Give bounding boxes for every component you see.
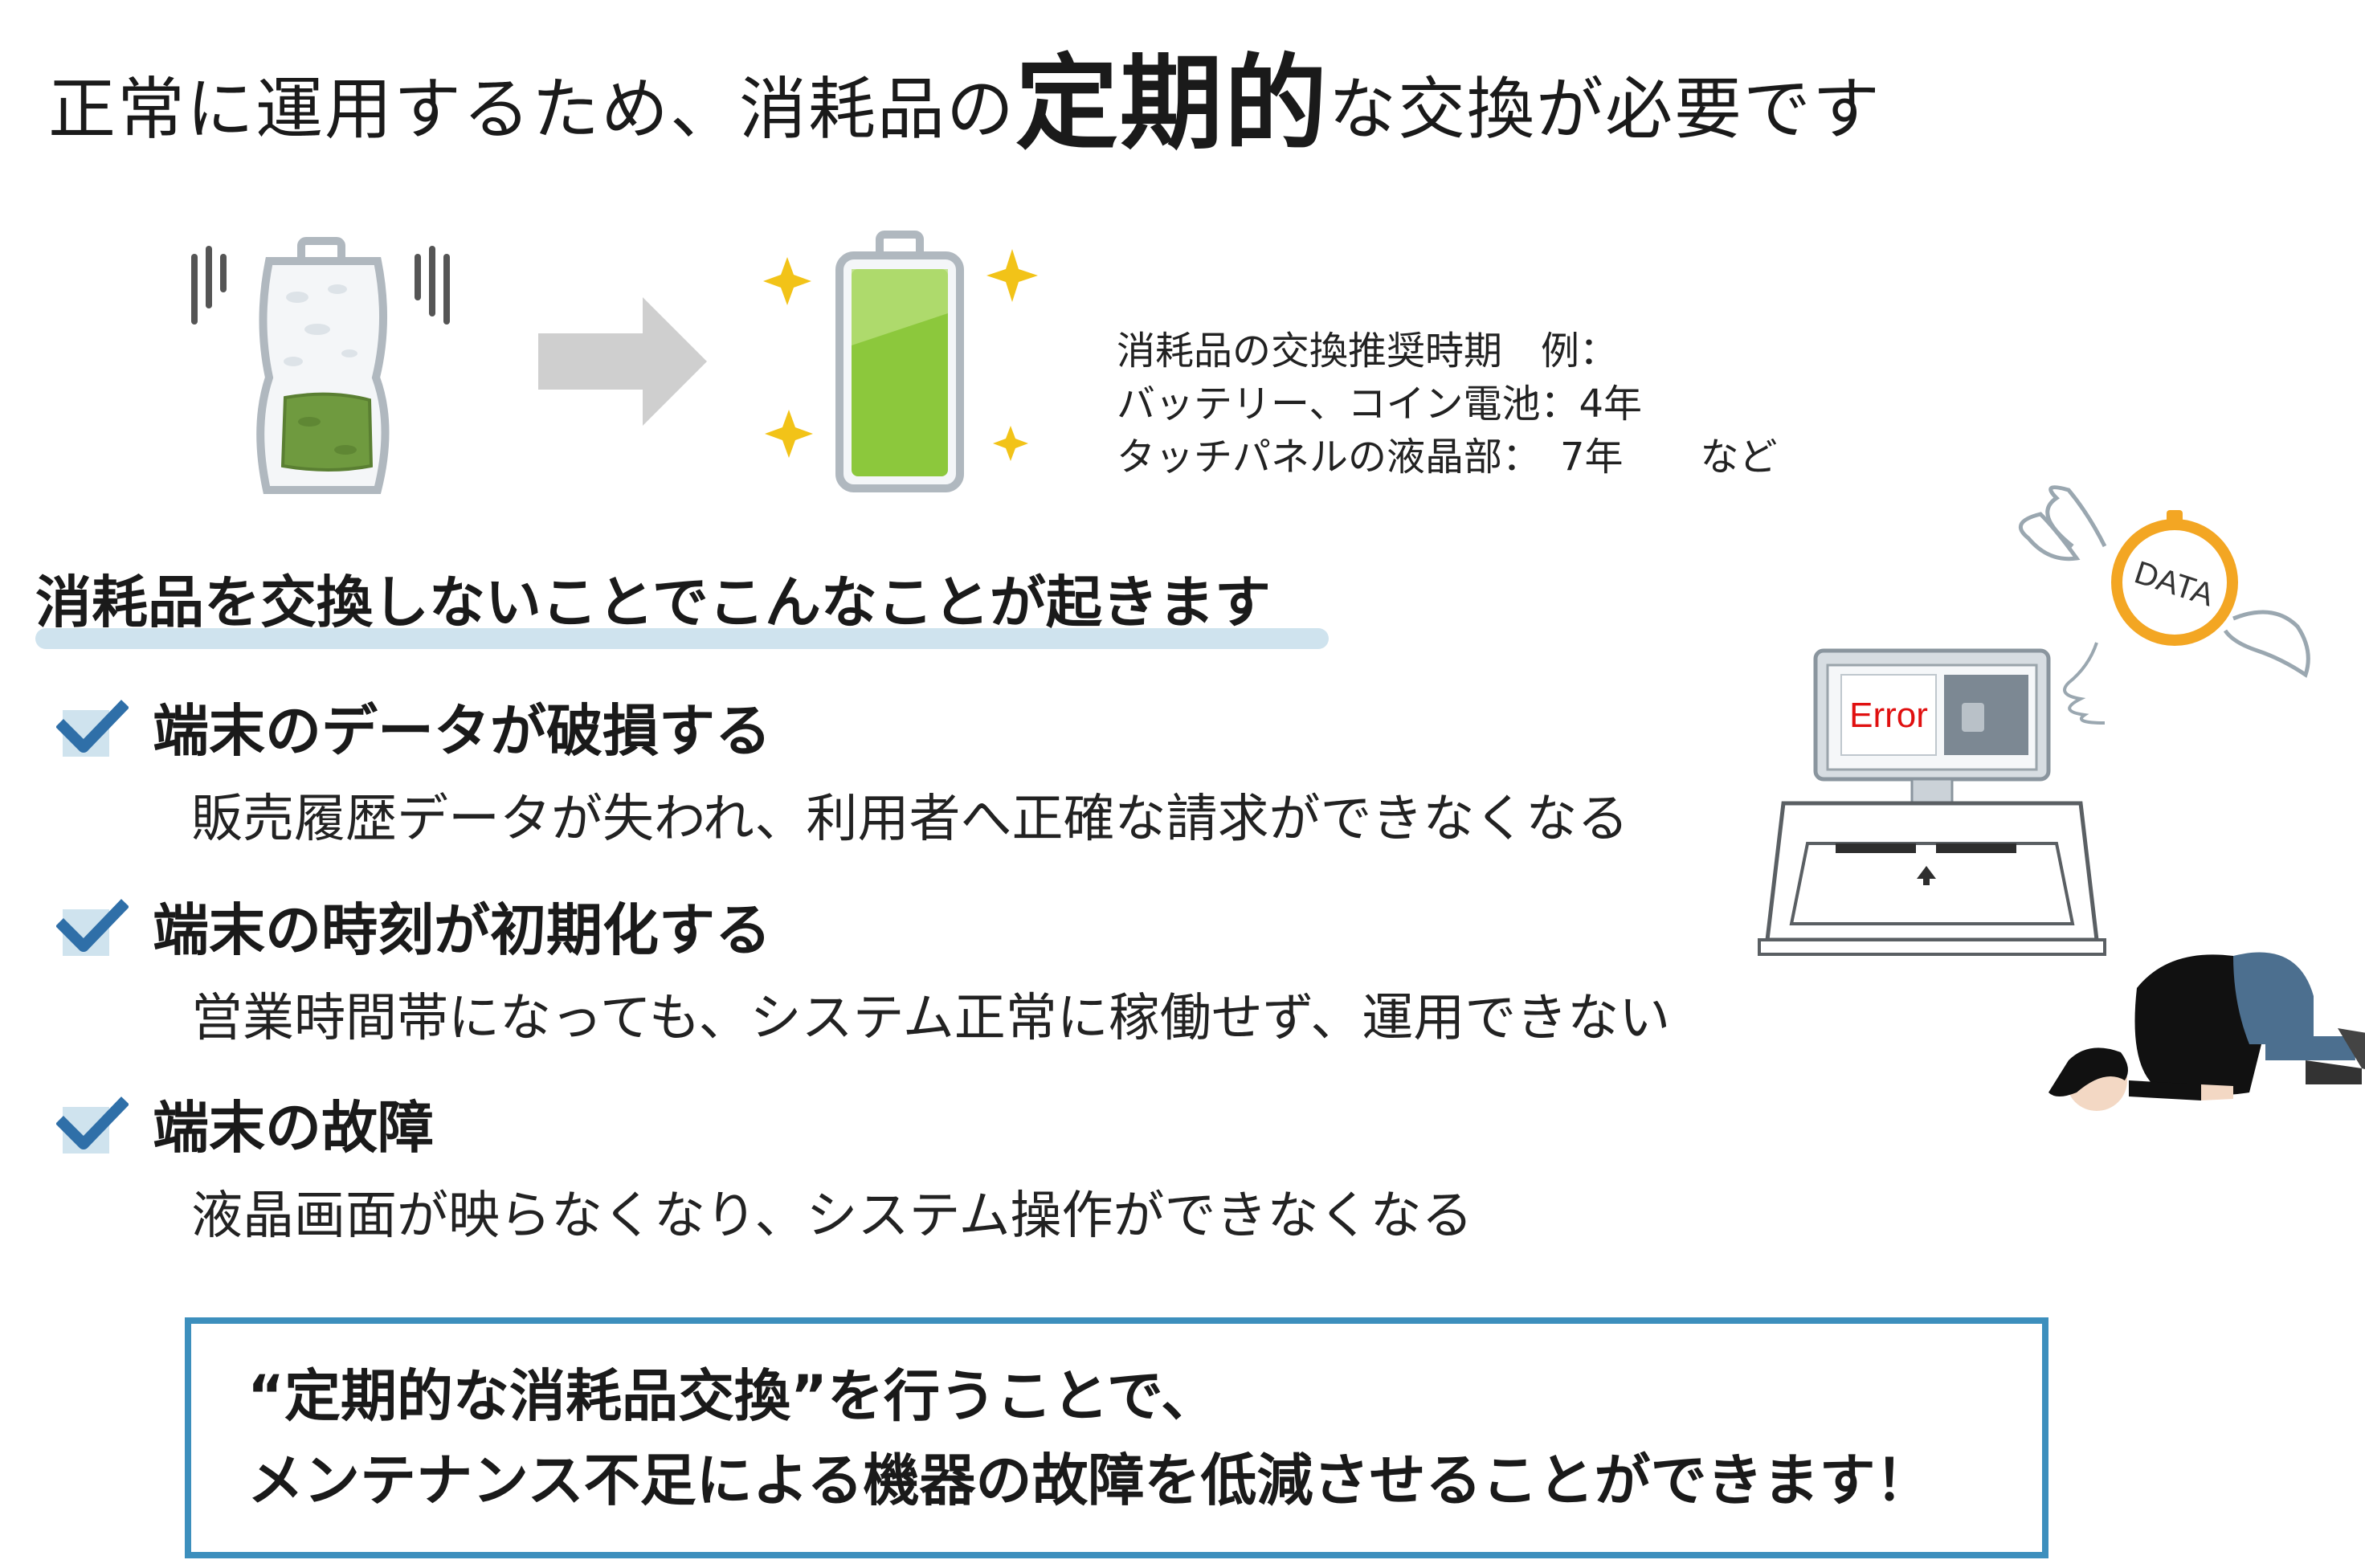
- checkbox-check-icon: [56, 1096, 129, 1154]
- flying-data-stopwatch-icon: DATA: [2018, 485, 2310, 725]
- notice-line: メンテナンス不足による機器の故障を低減させることができます！: [247, 1448, 1932, 1513]
- item-heading: 端末の時刻が初期化する: [153, 897, 771, 963]
- recommendation-line: タッチパネルの液晶部： 7年 など: [1117, 435, 1778, 480]
- notice-line: “定期的な消耗品交換”を行うことで、: [247, 1363, 1218, 1429]
- shake-lines-icon: [191, 246, 450, 325]
- replacement-recommendation: 消耗品の交換推奨時期 例： バッテリー、コイン電池：4年 タッチパネルの液晶部：…: [1117, 325, 1778, 484]
- error-label: Error: [1849, 696, 1928, 735]
- checkbox-check-icon: [56, 899, 129, 956]
- page-headline: 正常に運用するため、消耗品の定期的な交換が必要です: [48, 48, 1881, 165]
- worn-battery-illustration: [191, 237, 450, 494]
- terminal-failure-illustration: DATA Error: [1758, 485, 2365, 1111]
- item-heading: 端末の故障: [153, 1095, 434, 1161]
- headline-before: 正常に運用するため、消耗品の: [48, 70, 1016, 149]
- collapsed-person-icon: [2048, 952, 2365, 1111]
- recommendation-line: バッテリー、コイン電池：4年: [1117, 382, 1643, 427]
- heading-underline: [35, 628, 1329, 649]
- arrow-right-icon: [538, 297, 707, 426]
- item-description: 営業時間帯になっても、システム正常に稼働せず、運用できない: [191, 989, 1671, 1048]
- headline-after: な交換が必要です: [1329, 70, 1882, 149]
- empty-battery-icon: [256, 237, 390, 494]
- section-heading: 消耗品を交換しないことでこんなことが起きます: [35, 570, 1271, 635]
- item-description: 液晶画面が映らなくなり、システム操作ができなくなる: [191, 1186, 1473, 1246]
- headline-emphasis: 定期的: [1015, 44, 1330, 164]
- full-battery-illustration: [763, 231, 1038, 492]
- terminal-icon: Error: [1758, 648, 2106, 956]
- item-description: 販売履歴データが失われ、利用者へ正確な請求ができなくなる: [191, 790, 1629, 849]
- sparkle-icon: [763, 249, 1038, 461]
- recommendation-line: 消耗品の交換推奨時期 例：: [1117, 329, 1619, 374]
- charged-battery-icon: [835, 231, 964, 492]
- checkbox-check-icon: [56, 700, 129, 757]
- notice-box: “定期的な消耗品交換”を行うことで、 メンテナンス不足による機器の故障を低減させ…: [185, 1317, 2048, 1558]
- item-heading: 端末のデータが破損する: [153, 698, 771, 764]
